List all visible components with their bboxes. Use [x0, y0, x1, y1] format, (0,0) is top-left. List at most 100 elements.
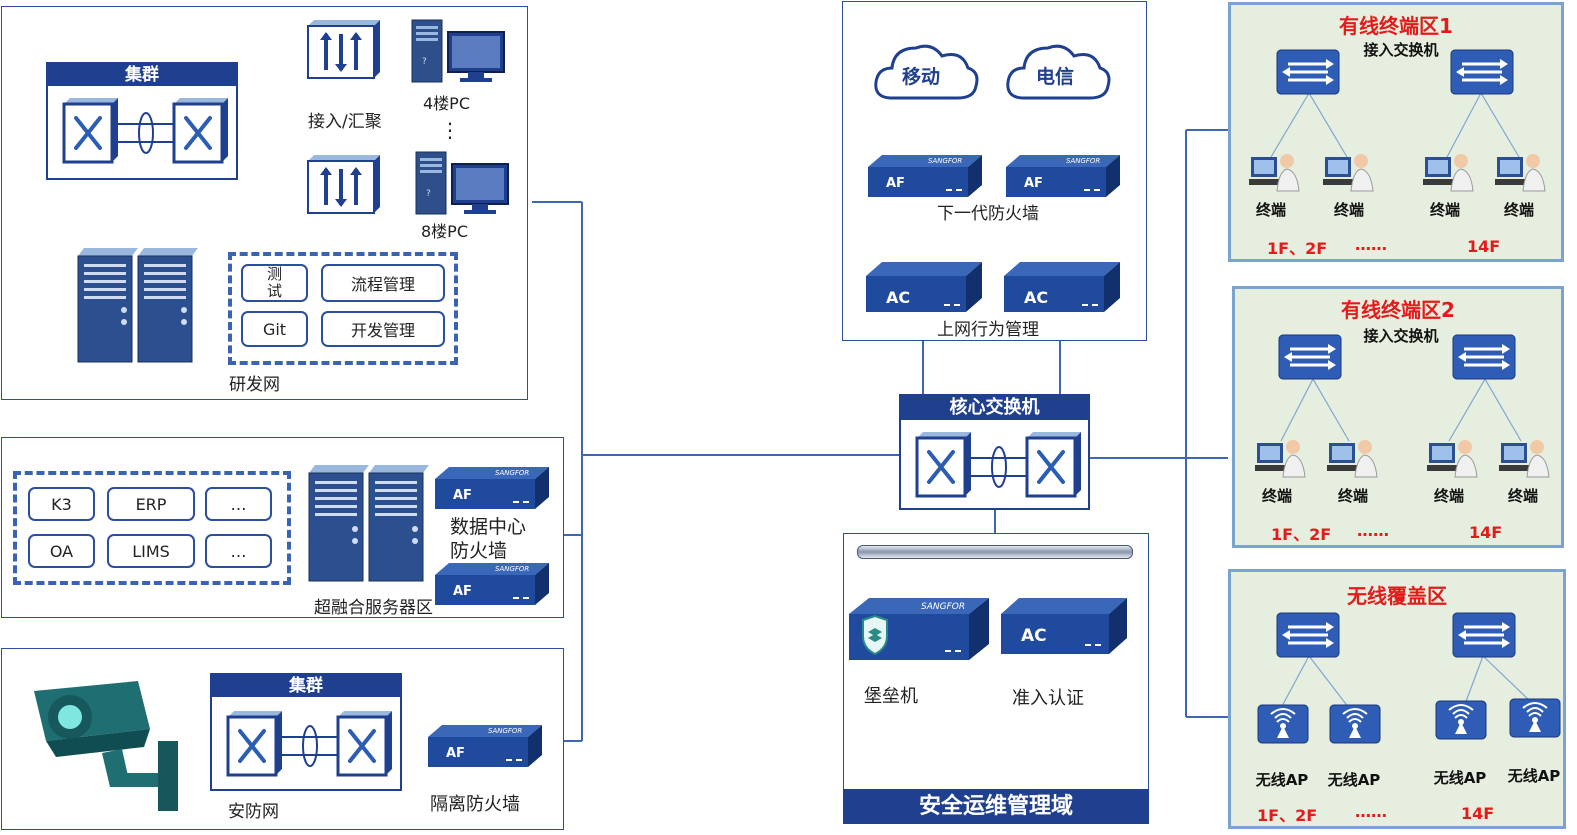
terminal-label: 终端 [1261, 487, 1292, 505]
tree-links [1280, 655, 1532, 709]
app-lims[interactable]: LIMS [107, 534, 195, 568]
ngfw-af-2[interactable]: AF SANGFOR [1006, 155, 1120, 197]
bastion-host[interactable]: SANGFOR [849, 598, 989, 660]
firewall-appliance-icon [435, 563, 549, 605]
access-switch-icon[interactable] [1278, 334, 1342, 380]
wired-zone-1-title: 有线终端区1 [1339, 14, 1453, 38]
user-terminal-icon[interactable] [1499, 437, 1551, 478]
rd-network-label: 研发网 [229, 375, 280, 395]
user-terminal-icon[interactable] [1495, 151, 1547, 192]
af-text: AF [886, 176, 905, 191]
access-switch-label: 接入交换机 [1363, 327, 1439, 345]
datacenter-firewall-label: 数据中心 防火墙 [450, 516, 527, 562]
terminal-label: 终端 [1507, 487, 1538, 505]
core-switch[interactable]: 核心交换机 [899, 394, 1090, 510]
wireless-ap-label: 无线AP [1255, 771, 1309, 789]
wireless-ap-icon[interactable] [1257, 704, 1309, 744]
app-k3[interactable]: K3 [28, 487, 95, 521]
ac-appliance-icon [866, 262, 982, 312]
terminal-label: 终端 [1337, 487, 1368, 505]
cloud-icon[interactable] [872, 38, 980, 108]
sangfor-brand: SANGFOR [928, 157, 963, 165]
firewall-appliance-icon [1006, 155, 1120, 197]
wireless-zone-title: 无线覆盖区 [1347, 584, 1447, 608]
hci-zone-label: 超融合服务器区 [314, 598, 433, 618]
service-test[interactable]: 测 试 [241, 264, 308, 302]
server-rack-icon[interactable] [77, 248, 204, 364]
desktop-pc-icon[interactable]: ? [410, 18, 506, 84]
wireless-ap-label: 无线AP [1433, 769, 1487, 787]
service-process-management[interactable]: 流程管理 [321, 264, 445, 302]
service-git[interactable]: Git [241, 311, 308, 347]
wireless-zone: 无线覆盖区 无线AP 无线AP 无线AP 无线AP 1F、2F [1228, 569, 1566, 829]
access-switch-icon[interactable] [307, 155, 380, 214]
core-switch-title: 核心交换机 [901, 396, 1088, 420]
access-switch-icon[interactable] [1276, 49, 1340, 95]
firewall-appliance-icon [428, 725, 542, 767]
wired-zone-2-title: 有线终端区2 [1341, 298, 1455, 322]
core-switch-icon [226, 711, 392, 777]
datacenter-firewall-af-2[interactable]: AF SANGFOR [435, 563, 549, 605]
ops-bus-bar [857, 545, 1133, 559]
app-more-1[interactable]: … [205, 487, 272, 521]
wireless-ap-label: 无线AP [1327, 771, 1381, 789]
behavior-ac-2[interactable]: AC [1004, 262, 1120, 312]
desktop-pc-icon[interactable]: ? [414, 150, 510, 216]
service-dev-management[interactable]: 开发管理 [321, 311, 445, 347]
user-terminal-icon[interactable] [1327, 437, 1379, 478]
security-ops-zone [843, 533, 1149, 824]
datacenter-firewall-af-1[interactable]: AF SANGFOR [435, 467, 549, 509]
access-switch-icon[interactable] [1452, 334, 1516, 380]
core-switch-icon [915, 432, 1081, 498]
floor-top-label: 14F [1467, 237, 1501, 256]
isolation-firewall-label: 隔离防火墙 [430, 794, 520, 815]
sangfor-brand: SANGFOR [488, 727, 523, 735]
cctv-camera-icon[interactable] [26, 677, 186, 817]
app-more-2[interactable]: … [205, 534, 272, 568]
isolation-firewall-af[interactable]: AF SANGFOR [428, 725, 542, 767]
user-terminal-icon[interactable] [1427, 437, 1479, 478]
user-terminal-icon[interactable] [1249, 151, 1301, 192]
af-text: AF [453, 488, 472, 503]
tree-links [1270, 92, 1520, 158]
terminal-label: 终端 [1333, 201, 1364, 219]
security-network-label: 安防网 [228, 802, 279, 822]
floor-range-label: 1F、2F [1267, 239, 1328, 258]
floor-top-label: 14F [1469, 523, 1503, 542]
wireless-switch-icon[interactable] [1276, 612, 1340, 658]
access-switch-icon[interactable] [1450, 49, 1514, 95]
sangfor-brand: SANGFOR [1066, 157, 1101, 165]
user-terminal-icon[interactable] [1423, 151, 1475, 192]
svg-text:?: ? [426, 189, 431, 199]
isp-telecom-label: 电信 [1036, 66, 1075, 88]
cloud-icon[interactable] [1004, 38, 1112, 108]
floor-ellipsis: …… [1357, 521, 1389, 540]
access-switch-icon[interactable] [307, 20, 380, 79]
terminal-label: 终端 [1503, 201, 1534, 219]
wireless-ap-icon[interactable] [1329, 704, 1381, 744]
floor-top-label: 14F [1461, 804, 1495, 823]
security-cluster[interactable]: 集群 [210, 673, 402, 791]
wireless-ap-icon[interactable] [1509, 698, 1561, 738]
af-text: AF [453, 584, 472, 599]
behavior-ac-1[interactable]: AC [866, 262, 982, 312]
wireless-ap-label: 无线AP [1507, 767, 1561, 785]
nac-ac[interactable]: AC [1001, 598, 1127, 654]
app-erp[interactable]: ERP [107, 487, 195, 521]
ac-text: AC [886, 288, 911, 307]
bastion-appliance-icon [849, 598, 989, 660]
rd-cluster[interactable]: 集群 [46, 62, 238, 180]
bastion-host-label: 堡垒机 [864, 686, 918, 707]
af-text: AF [446, 746, 465, 761]
app-oa[interactable]: OA [28, 534, 95, 568]
server-rack-icon[interactable] [308, 465, 435, 583]
floor-ellipsis: …… [1355, 235, 1387, 254]
firewall-appliance-icon [868, 155, 982, 197]
ngfw-af-1[interactable]: AF SANGFOR [868, 155, 982, 197]
terminal-label: 终端 [1255, 201, 1286, 219]
firewall-appliance-icon [435, 467, 549, 509]
user-terminal-icon[interactable] [1323, 151, 1375, 192]
wireless-ap-icon[interactable] [1435, 700, 1487, 740]
wireless-switch-icon[interactable] [1452, 612, 1516, 658]
user-terminal-icon[interactable] [1255, 437, 1307, 478]
